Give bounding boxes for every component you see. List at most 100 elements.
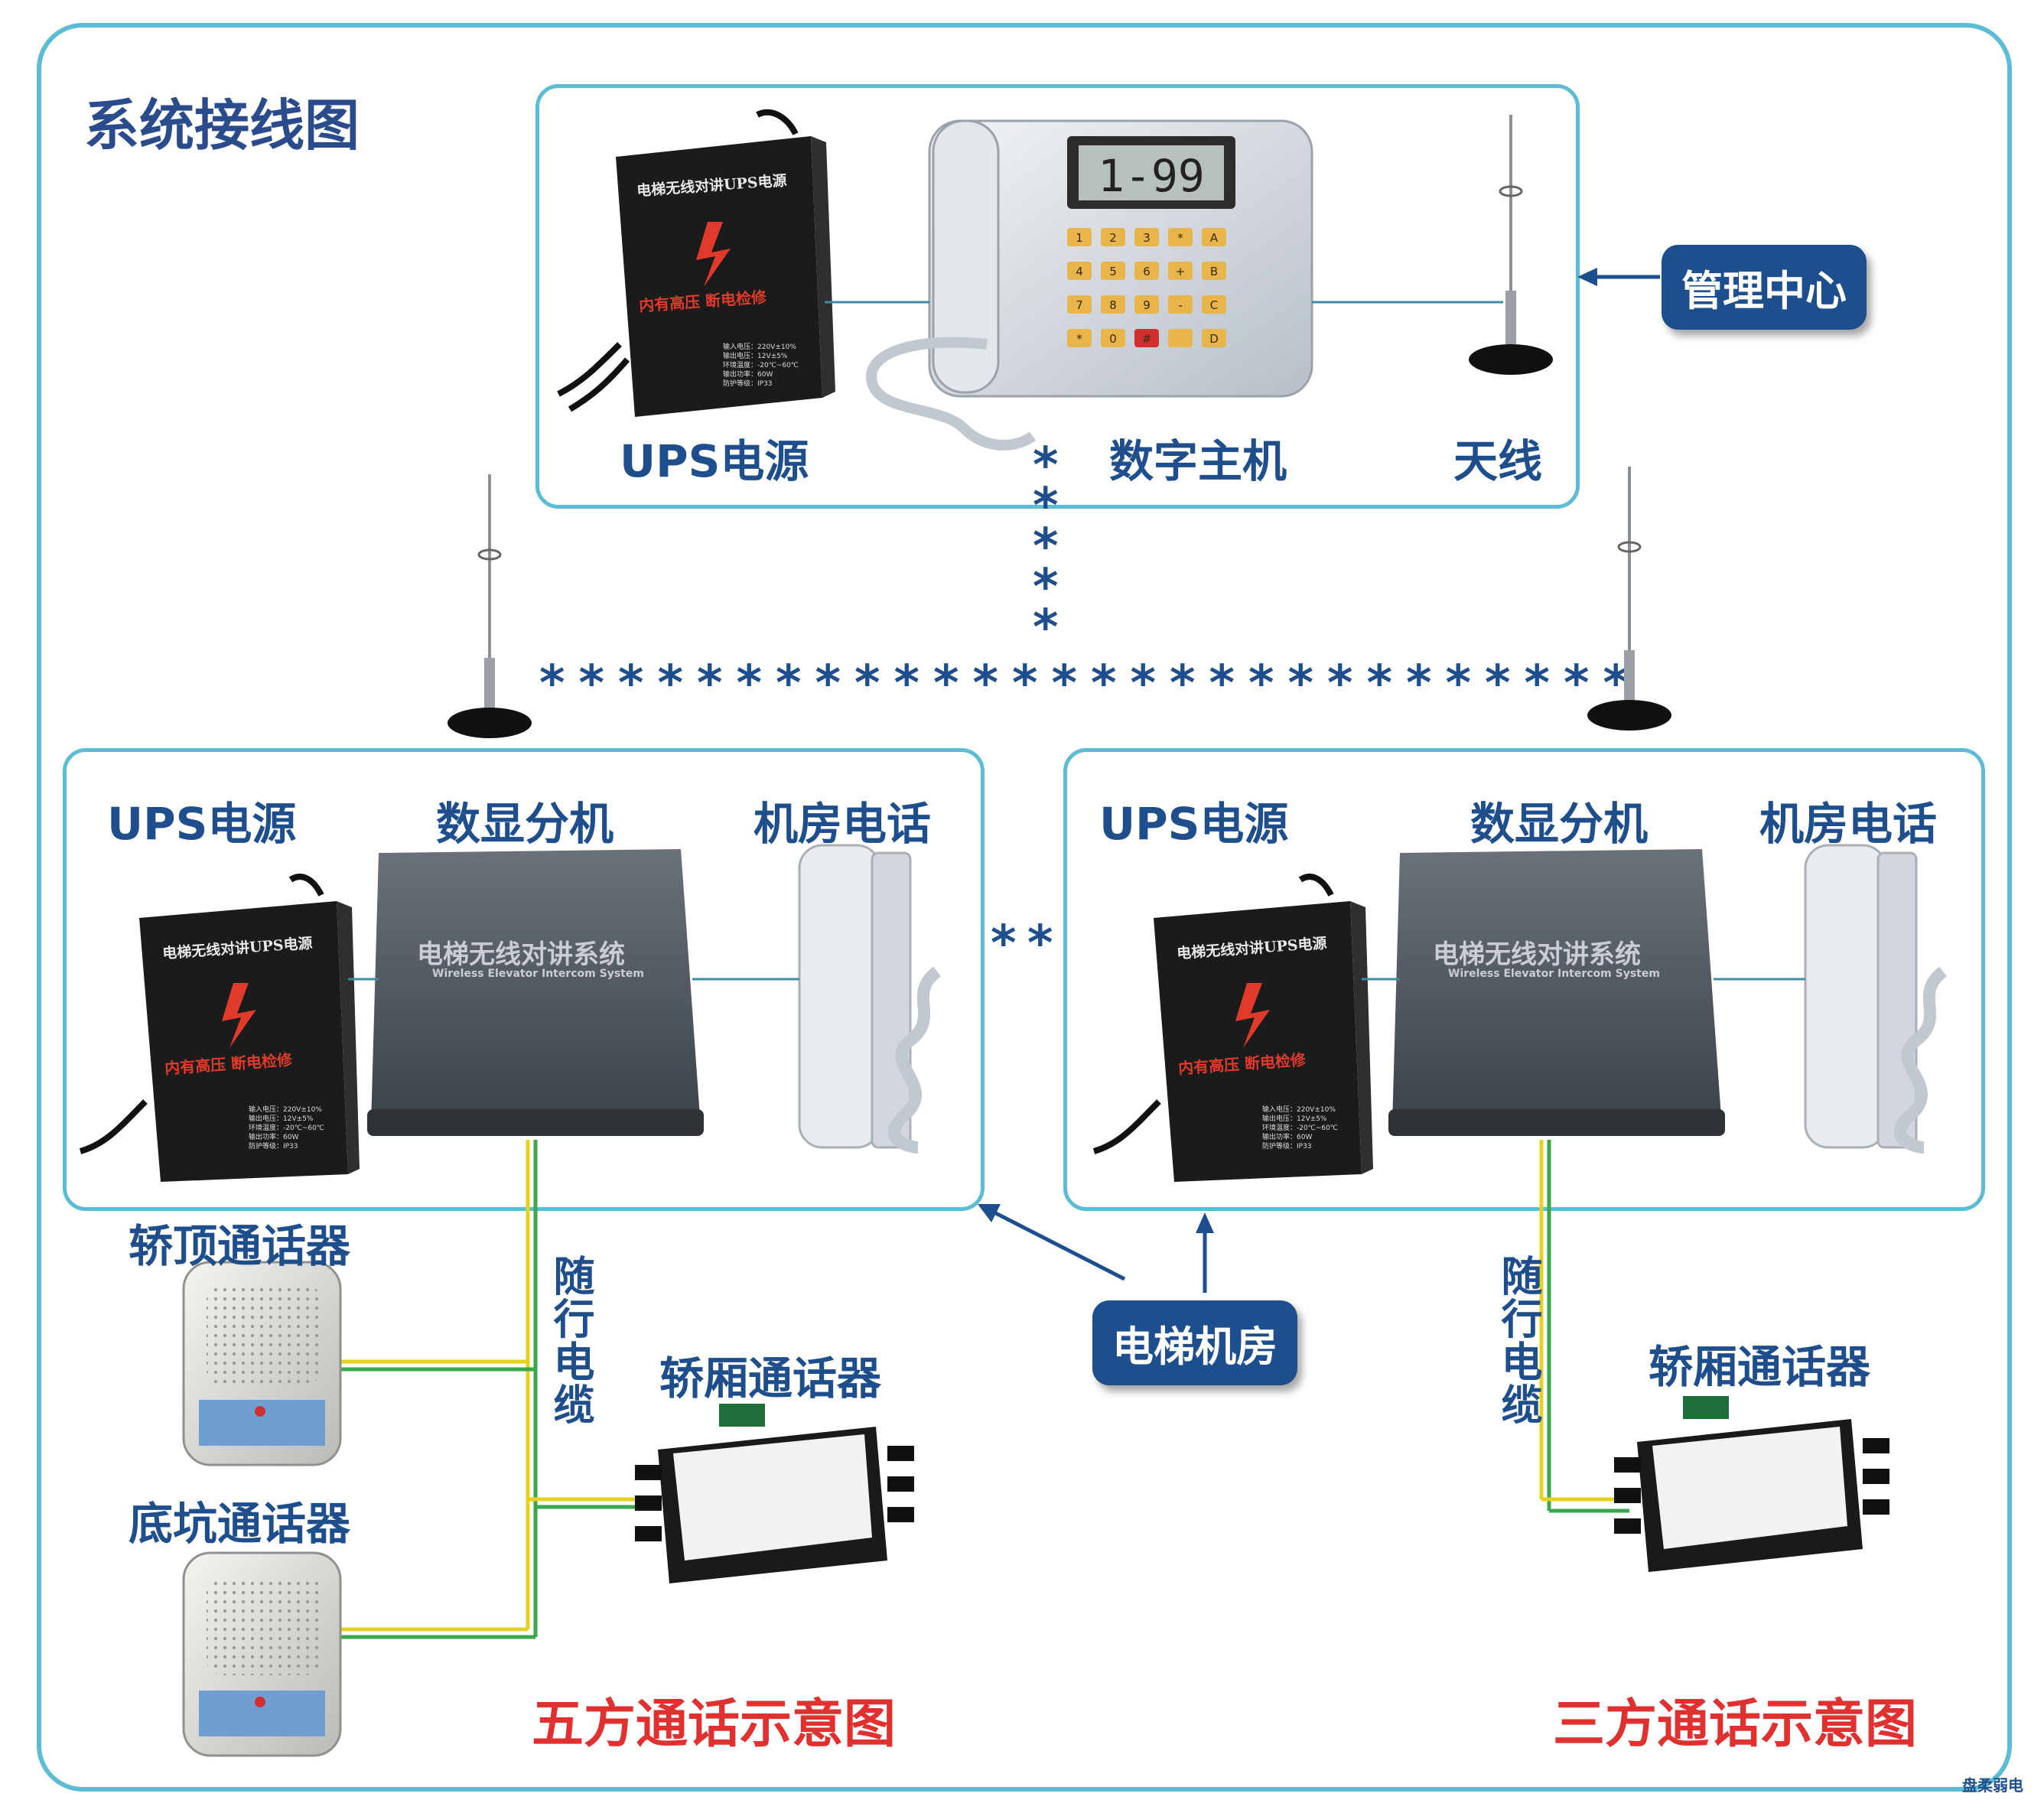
keypad-key	[1101, 262, 1125, 280]
wireless-link-between-rooms: **	[991, 916, 1053, 972]
keypad-key	[1168, 228, 1193, 246]
keypad-key-label: *	[1177, 231, 1183, 245]
left-traveling-cable	[340, 1140, 658, 1639]
left-room-antenna	[448, 474, 532, 738]
right-machine-room-phone	[1804, 844, 1948, 1154]
digital-host-label: 数字主机	[1109, 435, 1287, 487]
svg-text:*: *	[1033, 519, 1058, 575]
wireless-star: *	[618, 656, 643, 712]
wireless-star: *	[1288, 656, 1313, 712]
keypad-key-label: 4	[1076, 265, 1083, 278]
pit-intercom-label: 底坑通话器	[129, 1498, 351, 1550]
keypad-key-label: +	[1176, 265, 1186, 278]
keypad-key	[1202, 228, 1226, 246]
wireless-star: *	[1209, 656, 1235, 712]
keypad-key-label: -	[1178, 298, 1182, 312]
keypad-key	[1168, 262, 1193, 280]
mgmt-ups-device	[557, 109, 835, 417]
left-display-extension	[367, 849, 704, 1136]
keypad-key	[1067, 329, 1092, 347]
wireless-star: *	[658, 656, 683, 712]
keypad-key-label: 7	[1076, 298, 1083, 312]
right-car-intercom-label: 轿厢通话器	[1649, 1341, 1871, 1393]
wireless-star: *	[973, 656, 998, 712]
right-cable-label: 随行电缆	[1494, 1255, 1542, 1426]
wireless-star: *	[579, 656, 604, 712]
keypad-key-label: *	[1076, 332, 1082, 346]
wireless-star: *	[1131, 656, 1156, 712]
five-party-scheme-title: 五方通话示意图	[532, 1694, 897, 1755]
keypad-key	[1134, 262, 1159, 280]
wireless-star: *	[1091, 656, 1116, 712]
host-display-value: 1-99	[1098, 150, 1205, 202]
right-ups-label: UPS电源	[1099, 798, 1289, 850]
wireless-star: *	[737, 656, 762, 712]
management-center-callout: 管理中心	[1662, 245, 1867, 330]
left-ups-label: UPS电源	[107, 798, 297, 850]
wireless-star: *	[1525, 656, 1550, 712]
left-phone-label: 机房电话	[753, 798, 932, 850]
car-top-intercom-device	[182, 1261, 342, 1466]
keypad-key-label: B	[1210, 265, 1218, 278]
left-unit-title: 电梯无线对讲系统	[417, 939, 625, 970]
wireless-star: *	[1485, 656, 1510, 712]
wireless-star: *	[1327, 656, 1352, 712]
wireless-star: *	[815, 656, 841, 712]
keypad-key	[1134, 295, 1159, 314]
wireless-star: *	[1052, 656, 1077, 712]
wireless-star: *	[697, 656, 722, 712]
left-cable-label: 随行电缆	[546, 1255, 594, 1426]
wireless-star: *	[776, 656, 801, 712]
right-car-intercom-device	[1614, 1396, 1889, 1572]
keypad-key-label: 2	[1109, 231, 1117, 245]
wireless-star: *	[1012, 656, 1037, 712]
keypad-key-label: C	[1210, 298, 1218, 312]
left-ups-device	[79, 874, 360, 1182]
pit-intercom-device	[182, 1551, 342, 1757]
keypad-key	[1067, 262, 1092, 280]
right-unit-label: 数显分机	[1470, 798, 1649, 850]
antenna-label: 天线	[1453, 435, 1543, 487]
keypad-key	[1101, 329, 1125, 347]
svg-text:*: *	[1033, 559, 1058, 616]
wireless-star: *	[894, 656, 919, 712]
keypad-key	[1202, 329, 1226, 347]
keypad-key	[1202, 262, 1226, 280]
wireless-star: *	[539, 656, 565, 712]
wireless-star: *	[854, 656, 880, 712]
keypad-key	[1168, 295, 1193, 314]
svg-text:*: *	[1033, 600, 1058, 656]
svg-text:*: *	[1027, 916, 1053, 972]
keypad-key-label: A	[1210, 231, 1219, 245]
left-car-intercom-device	[635, 1404, 914, 1583]
left-unit-label: 数显分机	[436, 798, 614, 850]
keypad-key-label: 3	[1143, 231, 1151, 245]
right-ups-device	[1092, 874, 1373, 1182]
right-traveling-cable	[1539, 1140, 1629, 1513]
wireless-star: *	[1446, 656, 1471, 712]
keypad-key-label: #	[1142, 332, 1152, 346]
wireless-link-vertical: *** **	[1033, 438, 1058, 656]
keypad-key	[1168, 329, 1193, 347]
wireless-star: *	[1170, 656, 1195, 712]
left-car-intercom-label: 轿厢通话器	[659, 1352, 882, 1404]
keypad-key-label: 1	[1076, 231, 1083, 245]
keypad-key	[1101, 295, 1125, 314]
mgmt-ups-label: UPS电源	[620, 435, 809, 487]
right-display-extension	[1388, 849, 1725, 1136]
wireless-link-horizontal: ****************************	[539, 656, 1629, 712]
right-room-antenna	[1587, 467, 1671, 731]
svg-text:*: *	[1033, 478, 1058, 535]
left-machine-room-phone	[798, 844, 942, 1154]
keypad-key	[1067, 228, 1092, 246]
three-party-scheme-title: 三方通话示意图	[1553, 1694, 1918, 1755]
page-title: 系统接线图	[84, 93, 360, 158]
left-unit-subtitle: Wireless Elevator Intercom System	[432, 968, 644, 980]
keypad-key-label: 5	[1109, 265, 1117, 278]
keypad-key-label: 6	[1143, 265, 1151, 278]
keypad-key	[1134, 329, 1159, 347]
